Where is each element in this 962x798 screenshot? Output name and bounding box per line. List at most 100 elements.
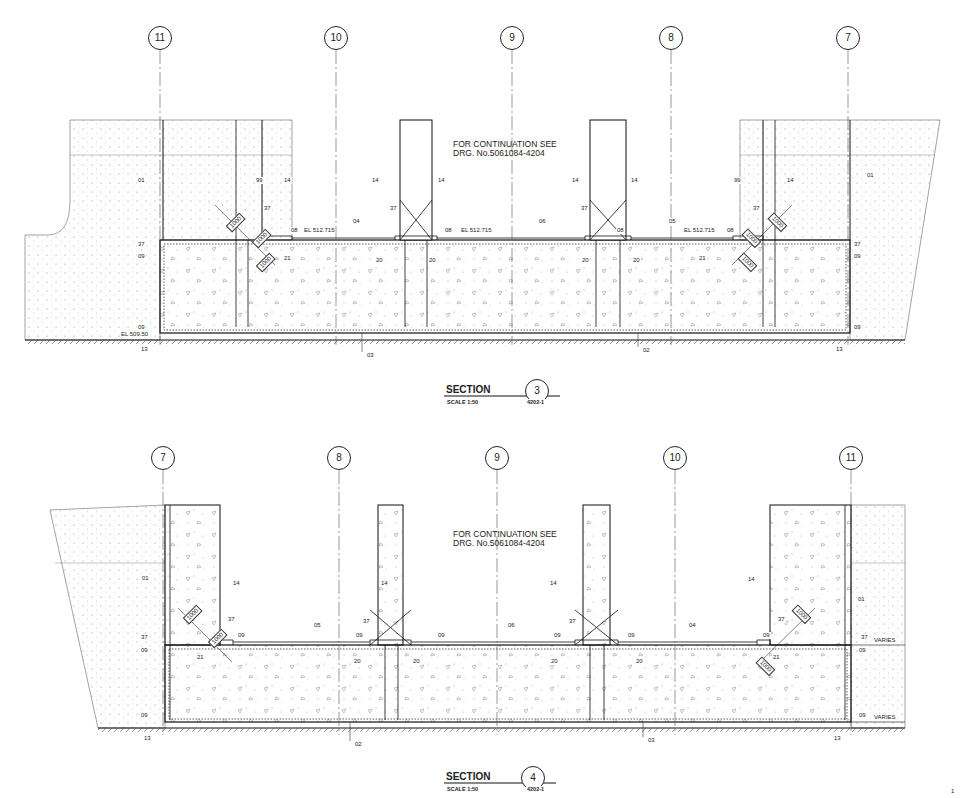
callout-number: 37: [752, 205, 761, 212]
scale-note: SCALE 1:50: [446, 786, 479, 792]
callout-number: 99: [255, 177, 264, 184]
grid-bubble: 8: [327, 446, 351, 470]
callout-number: 03: [647, 737, 656, 744]
callout-number: 09: [137, 324, 146, 331]
callout-number: 21: [698, 255, 707, 262]
callout-number: 14: [571, 177, 580, 184]
callout-number: 09: [858, 647, 867, 654]
callout-number: EL 509.50: [120, 331, 149, 338]
grid-bubble: 9: [485, 446, 509, 470]
callout-number: 37: [777, 616, 786, 623]
grid-number: 11: [155, 33, 165, 43]
callout-number: 20: [428, 257, 437, 264]
scale-note: 4202-1: [526, 399, 545, 405]
callout-number: 21: [283, 255, 292, 262]
callout-number: 01: [857, 596, 866, 603]
callout-number: 21: [196, 654, 205, 661]
callout-number: 05: [668, 218, 677, 225]
dimension: 1000: [208, 628, 228, 648]
dimension: 1000: [792, 604, 812, 624]
callout-number: 99: [733, 177, 742, 184]
callout-number: 14: [786, 177, 795, 184]
dimension: 1000: [256, 252, 276, 272]
grid-number: 8: [668, 33, 674, 43]
grid-bubble: 11: [839, 446, 863, 470]
callout-number: VARIES: [873, 637, 897, 644]
grid-number: 9: [509, 33, 515, 43]
grid-bubble: 11: [148, 26, 172, 50]
callout-number: 09: [853, 324, 862, 331]
callout-number: 13: [143, 735, 152, 742]
callout-number: 09: [553, 632, 562, 639]
callout-number: 03: [366, 352, 375, 359]
callout-number: 09: [627, 632, 636, 639]
callout-number: 06: [507, 622, 516, 629]
callout-number: 04: [352, 218, 361, 225]
section-title: SECTION: [445, 771, 491, 782]
callout-number: EL 512.715: [303, 227, 335, 234]
callout-number: 14: [371, 177, 380, 184]
callout-number: 09: [137, 253, 146, 260]
callout-number: 13: [833, 735, 842, 742]
callout-number: 02: [642, 347, 651, 354]
callout-number: 09: [437, 632, 446, 639]
callout-number: 02: [354, 741, 363, 748]
callout-number: EL 512.715: [460, 227, 492, 234]
grid-bubble: 7: [836, 26, 860, 50]
callout-number: 13: [835, 346, 844, 353]
callout-number: 14: [232, 580, 241, 587]
dimension: 1000: [183, 604, 203, 624]
callout-number: 37: [389, 205, 398, 212]
grid-bubble: 10: [663, 446, 687, 470]
scale-note: SCALE 1:50: [446, 399, 479, 405]
dimension: 1000: [768, 212, 788, 232]
callout-number: 14: [549, 580, 558, 587]
callout-number: 37: [860, 634, 869, 641]
callout-number: 08: [444, 227, 453, 234]
callout-number: 14: [283, 177, 292, 184]
callout-number: 37: [568, 618, 577, 625]
callout-number: 20: [632, 257, 641, 264]
dimension: 1000: [742, 228, 762, 248]
grid-bubble: 7: [151, 446, 175, 470]
callout-number: VARIES: [873, 714, 897, 721]
grid-bubble: 8: [659, 26, 683, 50]
grid-number: 11: [846, 453, 856, 463]
callout-number: 13: [140, 346, 149, 353]
callout-number: 20: [375, 257, 384, 264]
callout-number: 14: [630, 177, 639, 184]
grid-bubble: 10: [324, 26, 348, 50]
callout-number: 09: [355, 632, 364, 639]
callout-number: 14: [437, 177, 446, 184]
callout-number: 09: [762, 632, 771, 639]
section-title: SECTION: [445, 384, 491, 395]
callout-number: 09: [140, 712, 149, 719]
callout-number: 37: [140, 634, 149, 641]
callout-number: 09: [853, 253, 862, 260]
callout-number: 20: [581, 257, 590, 264]
callout-number: 06: [538, 218, 547, 225]
callout-number: 37: [580, 205, 589, 212]
callout-number: 37: [227, 616, 236, 623]
callout-number: 21: [772, 654, 781, 661]
callout-number: 01: [141, 575, 150, 582]
callout-number: EL 512.715: [683, 227, 715, 234]
dimension: 1000: [226, 212, 246, 232]
scale-note: 4202-1: [526, 786, 545, 792]
callout-number: 08: [616, 227, 625, 234]
callout-number: 01: [866, 172, 875, 179]
callout-number: 20: [412, 658, 421, 665]
grid-number: 4: [530, 773, 536, 783]
grid-number: 7: [845, 33, 851, 43]
callout-number: 37: [362, 618, 371, 625]
callout-number: 01: [137, 177, 146, 184]
note: FOR CONTINUATION SEE DRG. No.5061084-420…: [452, 140, 566, 159]
callout-number: 05: [313, 622, 322, 629]
grid-number: 8: [336, 453, 342, 463]
note: FOR CONTINUATION SEE DRG. No.5061084-420…: [452, 530, 566, 549]
callout-number: 37: [853, 241, 862, 248]
callout-number: 37: [137, 241, 146, 248]
callout-number: 20: [550, 658, 559, 665]
grid-number: 9: [494, 453, 500, 463]
